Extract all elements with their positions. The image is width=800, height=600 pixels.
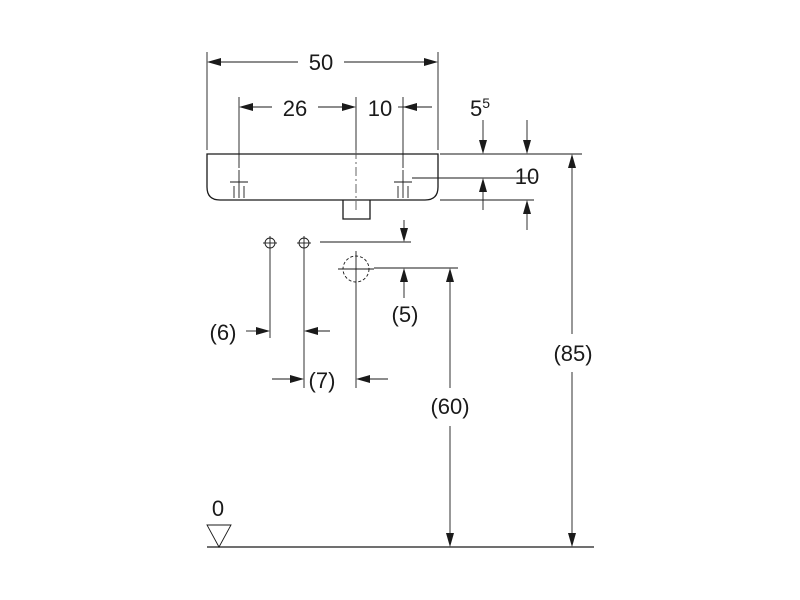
dimension-label-rim-floor-height: (85) (553, 341, 592, 366)
dimension-supply-left (246, 327, 330, 335)
dimension-rim-height (479, 178, 531, 230)
dimension-label-rim-height: 10 (515, 164, 539, 189)
supply-connection-left (263, 236, 277, 338)
dimension-label-tap-center: 10 (368, 96, 392, 121)
floor-level-label: 0 (212, 496, 224, 521)
dimension-label-width-total: 50 (309, 50, 333, 75)
dimension-label-tap-offset: 26 (283, 96, 307, 121)
dimension-tap-spacing (239, 103, 432, 111)
dimension-width-total (207, 58, 438, 66)
dimension-rim-floor-height (568, 154, 576, 547)
dimension-supply-right (272, 375, 388, 383)
dimension-label-supply-left: (6) (210, 320, 237, 345)
floor-line (206, 524, 594, 548)
dimension-label-supply-right: (7) (309, 368, 336, 393)
dimension-rim-gap (479, 120, 531, 154)
dimension-label-rim-gap: 55 (470, 95, 490, 121)
drain-connection (338, 251, 374, 388)
basin-outline (206, 150, 439, 220)
extension-lines (206, 52, 582, 269)
tap-hole-left (230, 170, 248, 198)
supply-connection-right (297, 236, 311, 388)
dimension-drain-height (446, 268, 454, 547)
dimension-label-drain-offset: (5) (392, 302, 419, 327)
tap-hole-right (394, 170, 412, 198)
dimension-drain-offset (400, 220, 408, 298)
dimension-label-drain-height: (60) (430, 394, 469, 419)
